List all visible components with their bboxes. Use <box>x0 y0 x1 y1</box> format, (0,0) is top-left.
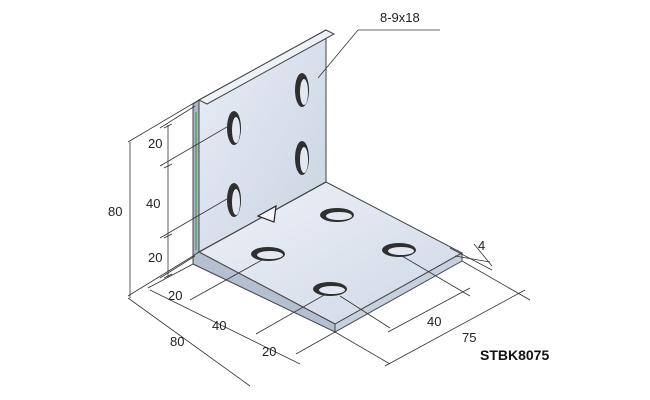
dim-height-total: 80 <box>108 204 122 219</box>
dim-width-total: 80 <box>170 334 184 349</box>
slot-holes <box>227 73 416 296</box>
fillet-marker <box>256 204 277 223</box>
dim-thickness: 4 <box>478 238 485 253</box>
dim-vertical-top: 20 <box>148 136 162 151</box>
dim-width-right: 20 <box>262 344 276 359</box>
dim-depth-seg: 40 <box>427 314 441 329</box>
dim-vertical-bottom: 20 <box>148 250 162 265</box>
slot-hole <box>295 73 309 107</box>
dim-depth-total: 75 <box>462 330 476 345</box>
dimension-lines <box>127 29 531 387</box>
dim-width-left: 20 <box>168 288 182 303</box>
slot-hole <box>227 183 241 217</box>
slot-hole <box>295 141 309 175</box>
slot-hole <box>313 282 347 296</box>
slot-hole <box>227 111 241 145</box>
vertical-plate-top-edge <box>197 29 336 105</box>
slot-hole <box>382 243 416 257</box>
hole-callout-label: 8-9x18 <box>380 10 420 25</box>
slot-hole <box>251 247 285 261</box>
model-code: STBK8075 <box>480 347 549 363</box>
dim-width-mid: 40 <box>212 318 226 333</box>
slot-hole <box>320 208 354 222</box>
dim-vertical-mid: 40 <box>146 196 160 211</box>
